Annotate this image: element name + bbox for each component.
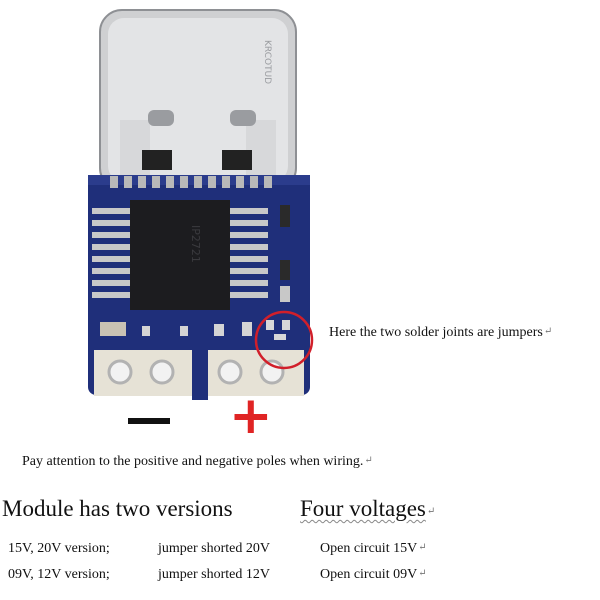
row-2-version: 09V, 12V version; (8, 567, 110, 582)
wiring-note-text: Pay attention to the positive and negati… (22, 454, 364, 469)
pd-trigger-module-photo: KRCOTUD IP2721 (88, 9, 310, 400)
jumper-callout-text: Here the two solder joints are jumpers↵ (329, 325, 552, 341)
jumper-callout-circle (254, 310, 314, 370)
row-2-open: Open circuit 09V↵ (320, 567, 427, 582)
positive-symbol: + (229, 386, 273, 446)
paragraph-mark-icon: ↵ (418, 542, 427, 553)
paragraph-mark-icon: ↵ (364, 455, 373, 466)
wiring-note: Pay attention to the positive and negati… (22, 454, 373, 470)
connector-solder-pads (110, 176, 272, 188)
negative-pad-1 (107, 359, 133, 385)
negative-pad-2 (149, 359, 175, 385)
jumper-solder-joints (266, 320, 290, 340)
capacitor (280, 205, 290, 227)
row-1-shorted: jumper shorted 20V (158, 541, 270, 556)
chip-leads-right (228, 208, 268, 298)
row-1-version: 15V, 20V version; (8, 541, 110, 556)
controller-chip (130, 200, 230, 310)
chip-marking: IP2721 (189, 225, 202, 263)
voltages-heading-text: Four voltages (300, 496, 426, 521)
row-1-open: Open circuit 15V↵ (320, 541, 427, 556)
versions-heading: Module has two versions (2, 496, 233, 521)
voltages-heading: Four voltages↵ (300, 496, 435, 522)
callout-label: Here the two solder joints are jumpers (329, 325, 543, 340)
paragraph-mark-icon: ↵ (543, 326, 553, 337)
negative-symbol (128, 418, 170, 424)
positive-pad-1 (217, 359, 243, 385)
chip-leads-left (92, 208, 132, 298)
connector-engraving: KRCOTUD (262, 40, 272, 84)
paragraph-mark-icon: ↵ (418, 568, 427, 579)
paragraph-mark-icon: ↵ (426, 506, 436, 517)
row-2-shorted: jumper shorted 12V (158, 567, 270, 582)
